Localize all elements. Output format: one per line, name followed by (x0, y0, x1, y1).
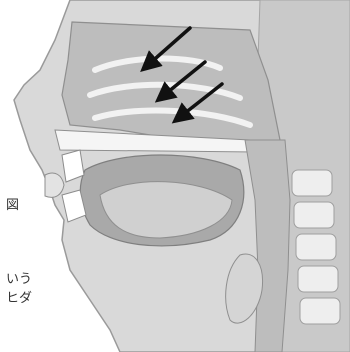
nasal-cavity-diagram (0, 0, 350, 352)
